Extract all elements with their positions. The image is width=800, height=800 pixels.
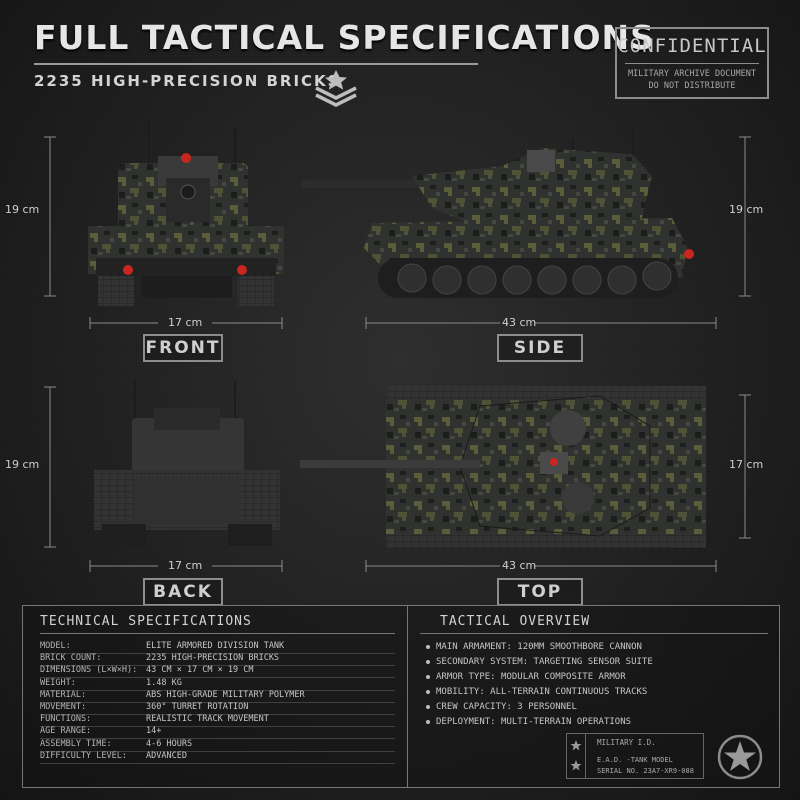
spec-row: AGE RANGE: 14+ — [40, 726, 395, 740]
tactical-item-text: MAIN ARMAMENT: 120MM SMOOTHBORE CANNON — [436, 642, 642, 652]
id-card-strip — [567, 734, 586, 778]
tactical-overview-rule — [420, 633, 768, 634]
spec-key: BRICK COUNT: — [40, 653, 102, 664]
spec-key: FUNCTIONS: — [40, 714, 92, 725]
id-card-title: MILITARY I.D. — [597, 738, 656, 747]
spec-row: FUNCTIONS: REALISTIC TRACK MOVEMENT — [40, 714, 395, 728]
spec-value: 1.48 KG — [146, 677, 182, 688]
id-card-line-2: SERIAL NO. 23A7-XR9-088 — [597, 767, 694, 775]
back-height-label: 19 cm — [5, 458, 40, 471]
specifications-panel — [22, 605, 780, 788]
tank-back-view — [94, 378, 280, 546]
stamp-divider — [625, 63, 759, 64]
tank-front-view — [88, 118, 284, 306]
tank-side-view — [302, 128, 694, 298]
bullet-icon — [426, 719, 430, 724]
bullet-icon — [426, 689, 430, 694]
spec-value: 14+ — [146, 726, 162, 737]
page-subtitle: 2235 HIGH-PRECISION BRICKS — [34, 72, 341, 90]
id-card-line-1: E.A.D. -TANK MODEL — [597, 756, 673, 764]
front-height-label: 19 cm — [5, 203, 40, 216]
spec-value: 360° TURRET ROTATION — [146, 702, 249, 712]
spec-row: MOVEMENT: 360° TURRET ROTATION — [40, 702, 395, 715]
spec-key: DIMENSIONS (L×W×H): — [40, 665, 138, 676]
spec-row: DIMENSIONS (L×W×H): 43 CM × 17 CM × 19 CM — [40, 665, 395, 679]
spec-value: ADVANCED — [146, 750, 187, 761]
front-view-label: FRONT — [143, 334, 223, 362]
military-id-card: MILITARY I.D. E.A.D. -TANK MODEL SERIAL … — [566, 733, 704, 779]
tactical-item-text: ARMOR TYPE: MODULAR COMPOSITE ARMOR — [436, 672, 626, 682]
tactical-item-text: SECONDARY SYSTEM: TARGETING SENSOR SUITE — [436, 657, 653, 667]
spec-key: MOVEMENT: — [40, 702, 87, 712]
tactical-item: MOBILITY: ALL-TERRAIN CONTINUOUS TRACKS — [426, 687, 647, 697]
spec-value: 43 CM × 17 CM × 19 CM — [146, 665, 254, 676]
stamp-line-1: MILITARY ARCHIVE DOCUMENT — [628, 69, 756, 79]
tactical-item-text: DEPLOYMENT: MULTI-TERRAIN OPERATIONS — [436, 717, 632, 727]
tactical-item: CREW CAPACITY: 3 PERSONNEL — [426, 702, 577, 712]
technical-specs-rule — [40, 633, 395, 634]
spec-value: ELITE ARMORED DIVISION TANK — [146, 641, 285, 651]
spec-row: MODEL: ELITE ARMORED DIVISION TANK — [40, 641, 395, 654]
spec-row: ASSEMBLY TIME: 4-6 HOURS — [40, 739, 395, 752]
spec-value: ABS HIGH-GRADE MILITARY POLYMER — [146, 689, 305, 700]
tactical-item: MAIN ARMAMENT: 120MM SMOOTHBORE CANNON — [426, 642, 642, 652]
spec-key: MODEL: — [40, 641, 71, 651]
spec-row: DIFFICULTY LEVEL: ADVANCED — [40, 751, 395, 764]
panel-divider — [407, 605, 408, 788]
tactical-item-text: CREW CAPACITY: 3 PERSONNEL — [436, 702, 577, 712]
front-width-label: 17 cm — [168, 316, 203, 329]
spec-key: DIFFICULTY LEVEL: — [40, 750, 127, 761]
spec-key: WEIGHT: — [40, 677, 76, 688]
star-icon — [570, 740, 582, 771]
spec-value: REALISTIC TRACK MOVEMENT — [146, 714, 269, 725]
tank-top-view — [300, 386, 706, 548]
army-star-badge-icon — [717, 734, 763, 780]
back-width-label: 17 cm — [168, 559, 203, 572]
technical-specs-title: TECHNICAL SPECIFICATIONS — [40, 614, 252, 629]
bullet-icon — [426, 704, 430, 709]
bullet-icon — [426, 674, 430, 679]
confidential-stamp: CONFIDENTIAL MILITARY ARCHIVE DOCUMENT D… — [615, 27, 769, 99]
top-view-label: TOP — [497, 578, 583, 606]
spec-key: ASSEMBLY TIME: — [40, 738, 112, 749]
spec-row: BRICK COUNT: 2235 HIGH-PRECISION BRICKS — [40, 653, 395, 667]
side-length-label: 43 cm — [502, 316, 537, 329]
spec-value: 4-6 HOURS — [146, 738, 193, 749]
stamp-title: CONFIDENTIAL — [617, 35, 767, 57]
tactical-item: DEPLOYMENT: MULTI-TERRAIN OPERATIONS — [426, 717, 631, 727]
side-view-label: SIDE — [497, 334, 583, 362]
page-title: FULL TACTICAL SPECIFICATIONS — [34, 18, 655, 57]
title-underline — [34, 63, 478, 65]
top-width-label: 17 cm — [729, 458, 764, 471]
spec-value: 2235 HIGH-PRECISION BRICKS — [146, 653, 280, 664]
bullet-icon — [426, 644, 430, 649]
top-length-label: 43 cm — [502, 559, 537, 572]
tactical-item: SECONDARY SYSTEM: TARGETING SENSOR SUITE — [426, 657, 653, 667]
bullet-icon — [426, 659, 430, 664]
tactical-item-text: MOBILITY: ALL-TERRAIN CONTINUOUS TRACKS — [436, 687, 648, 697]
back-view-label: BACK — [143, 578, 223, 606]
spec-key: AGE RANGE: — [40, 726, 92, 737]
spec-row: WEIGHT: 1.48 KG — [40, 678, 395, 691]
tactical-item: ARMOR TYPE: MODULAR COMPOSITE ARMOR — [426, 672, 626, 682]
stamp-line-2: DO NOT DISTRIBUTE — [648, 81, 736, 91]
spec-key: MATERIAL: — [40, 689, 87, 700]
tactical-overview-title: TACTICAL OVERVIEW — [440, 614, 591, 629]
side-height-label: 19 cm — [729, 203, 764, 216]
spec-row: MATERIAL: ABS HIGH-GRADE MILITARY POLYMER — [40, 690, 395, 703]
sergeant-rank-chevron-icon — [315, 70, 357, 107]
